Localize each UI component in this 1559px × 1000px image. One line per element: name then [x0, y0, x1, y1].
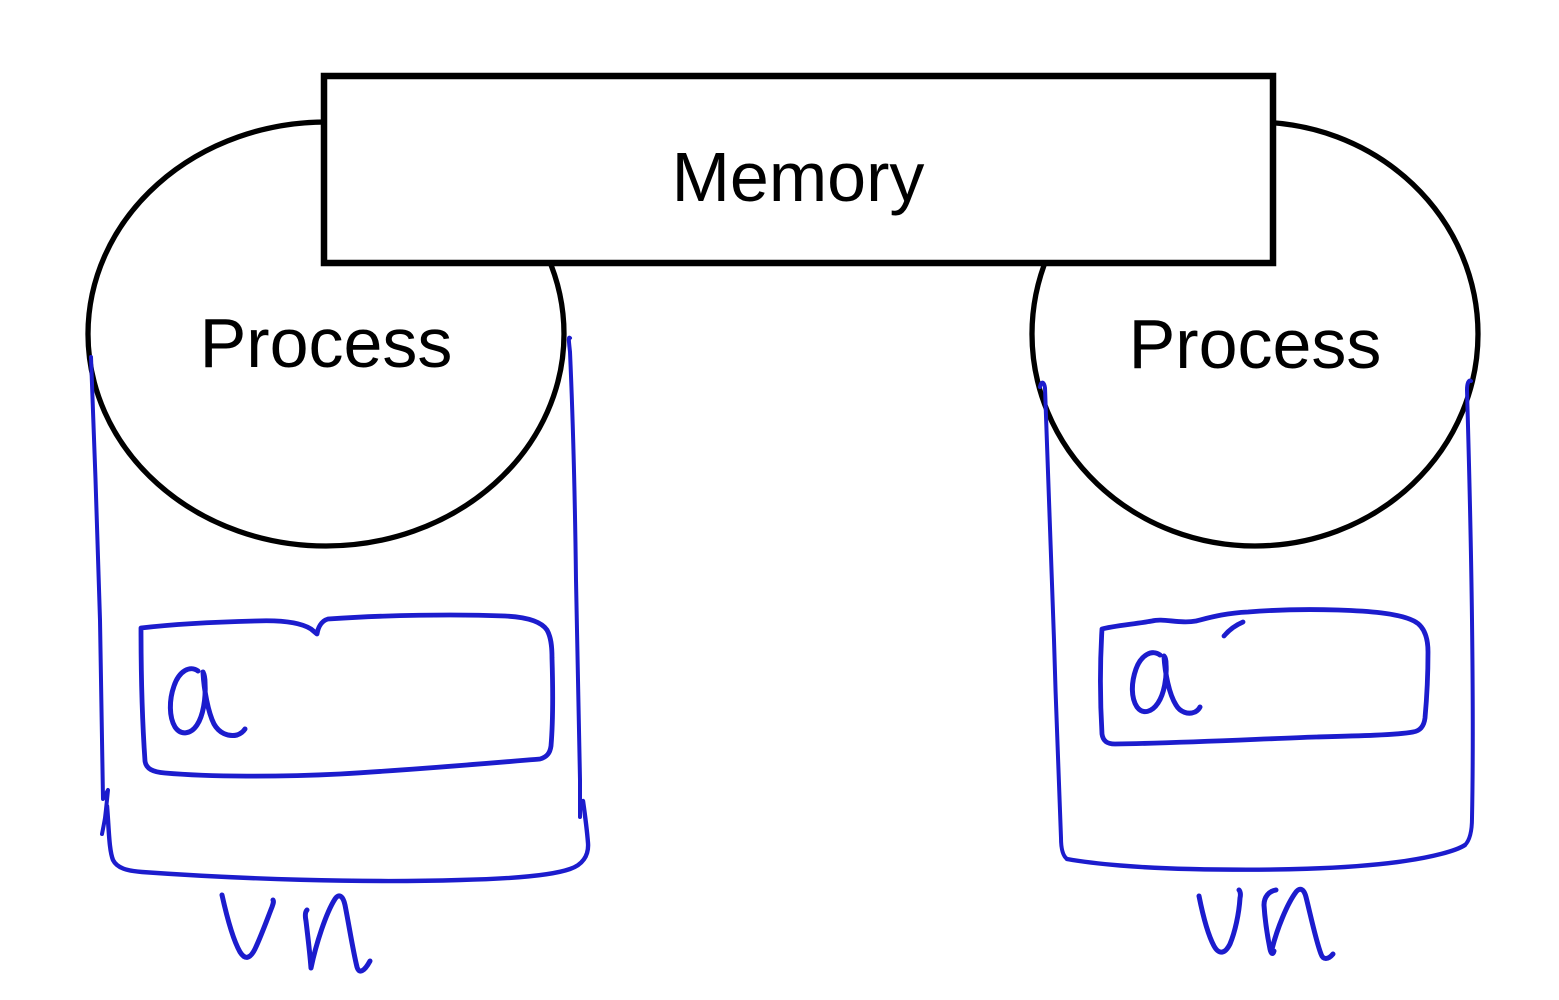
vm-container-left-wall-left — [89, 355, 110, 836]
handwritten-a-right — [1129, 650, 1203, 716]
vm-page-frame-right — [1098, 607, 1431, 747]
vm-container-left-bottom — [104, 798, 591, 884]
handwritten-v-right — [1196, 887, 1243, 955]
pen-tick-right — [1221, 619, 1246, 639]
vm-container-left-wall-right — [566, 335, 582, 819]
handwritten-a-right-stroke — [1129, 650, 1203, 716]
handwritten-vm-left — [219, 892, 373, 974]
memory-node: Memory — [320, 72, 1277, 267]
process-label-left: Process — [200, 304, 453, 382]
handwritten-m-right — [1261, 886, 1336, 961]
vm-page-frame-left — [138, 612, 556, 779]
handwritten-a-left — [167, 666, 248, 738]
handwritten-vm-right — [1196, 886, 1336, 961]
vm-sketch-left — [89, 335, 591, 974]
vm-container-right-wall-left — [1038, 380, 1069, 861]
handwritten-v-left — [219, 892, 276, 960]
process-label-right: Process — [1129, 305, 1382, 383]
memory-label: Memory — [672, 138, 925, 216]
handwritten-a-left-stroke — [167, 666, 248, 738]
vm-container-right-bottom — [1064, 842, 1468, 872]
vm-sketch-right — [1038, 378, 1475, 961]
vm-container-right-wall-right — [1463, 378, 1475, 847]
memory-box — [320, 72, 1277, 267]
handwritten-m-left — [302, 893, 373, 974]
